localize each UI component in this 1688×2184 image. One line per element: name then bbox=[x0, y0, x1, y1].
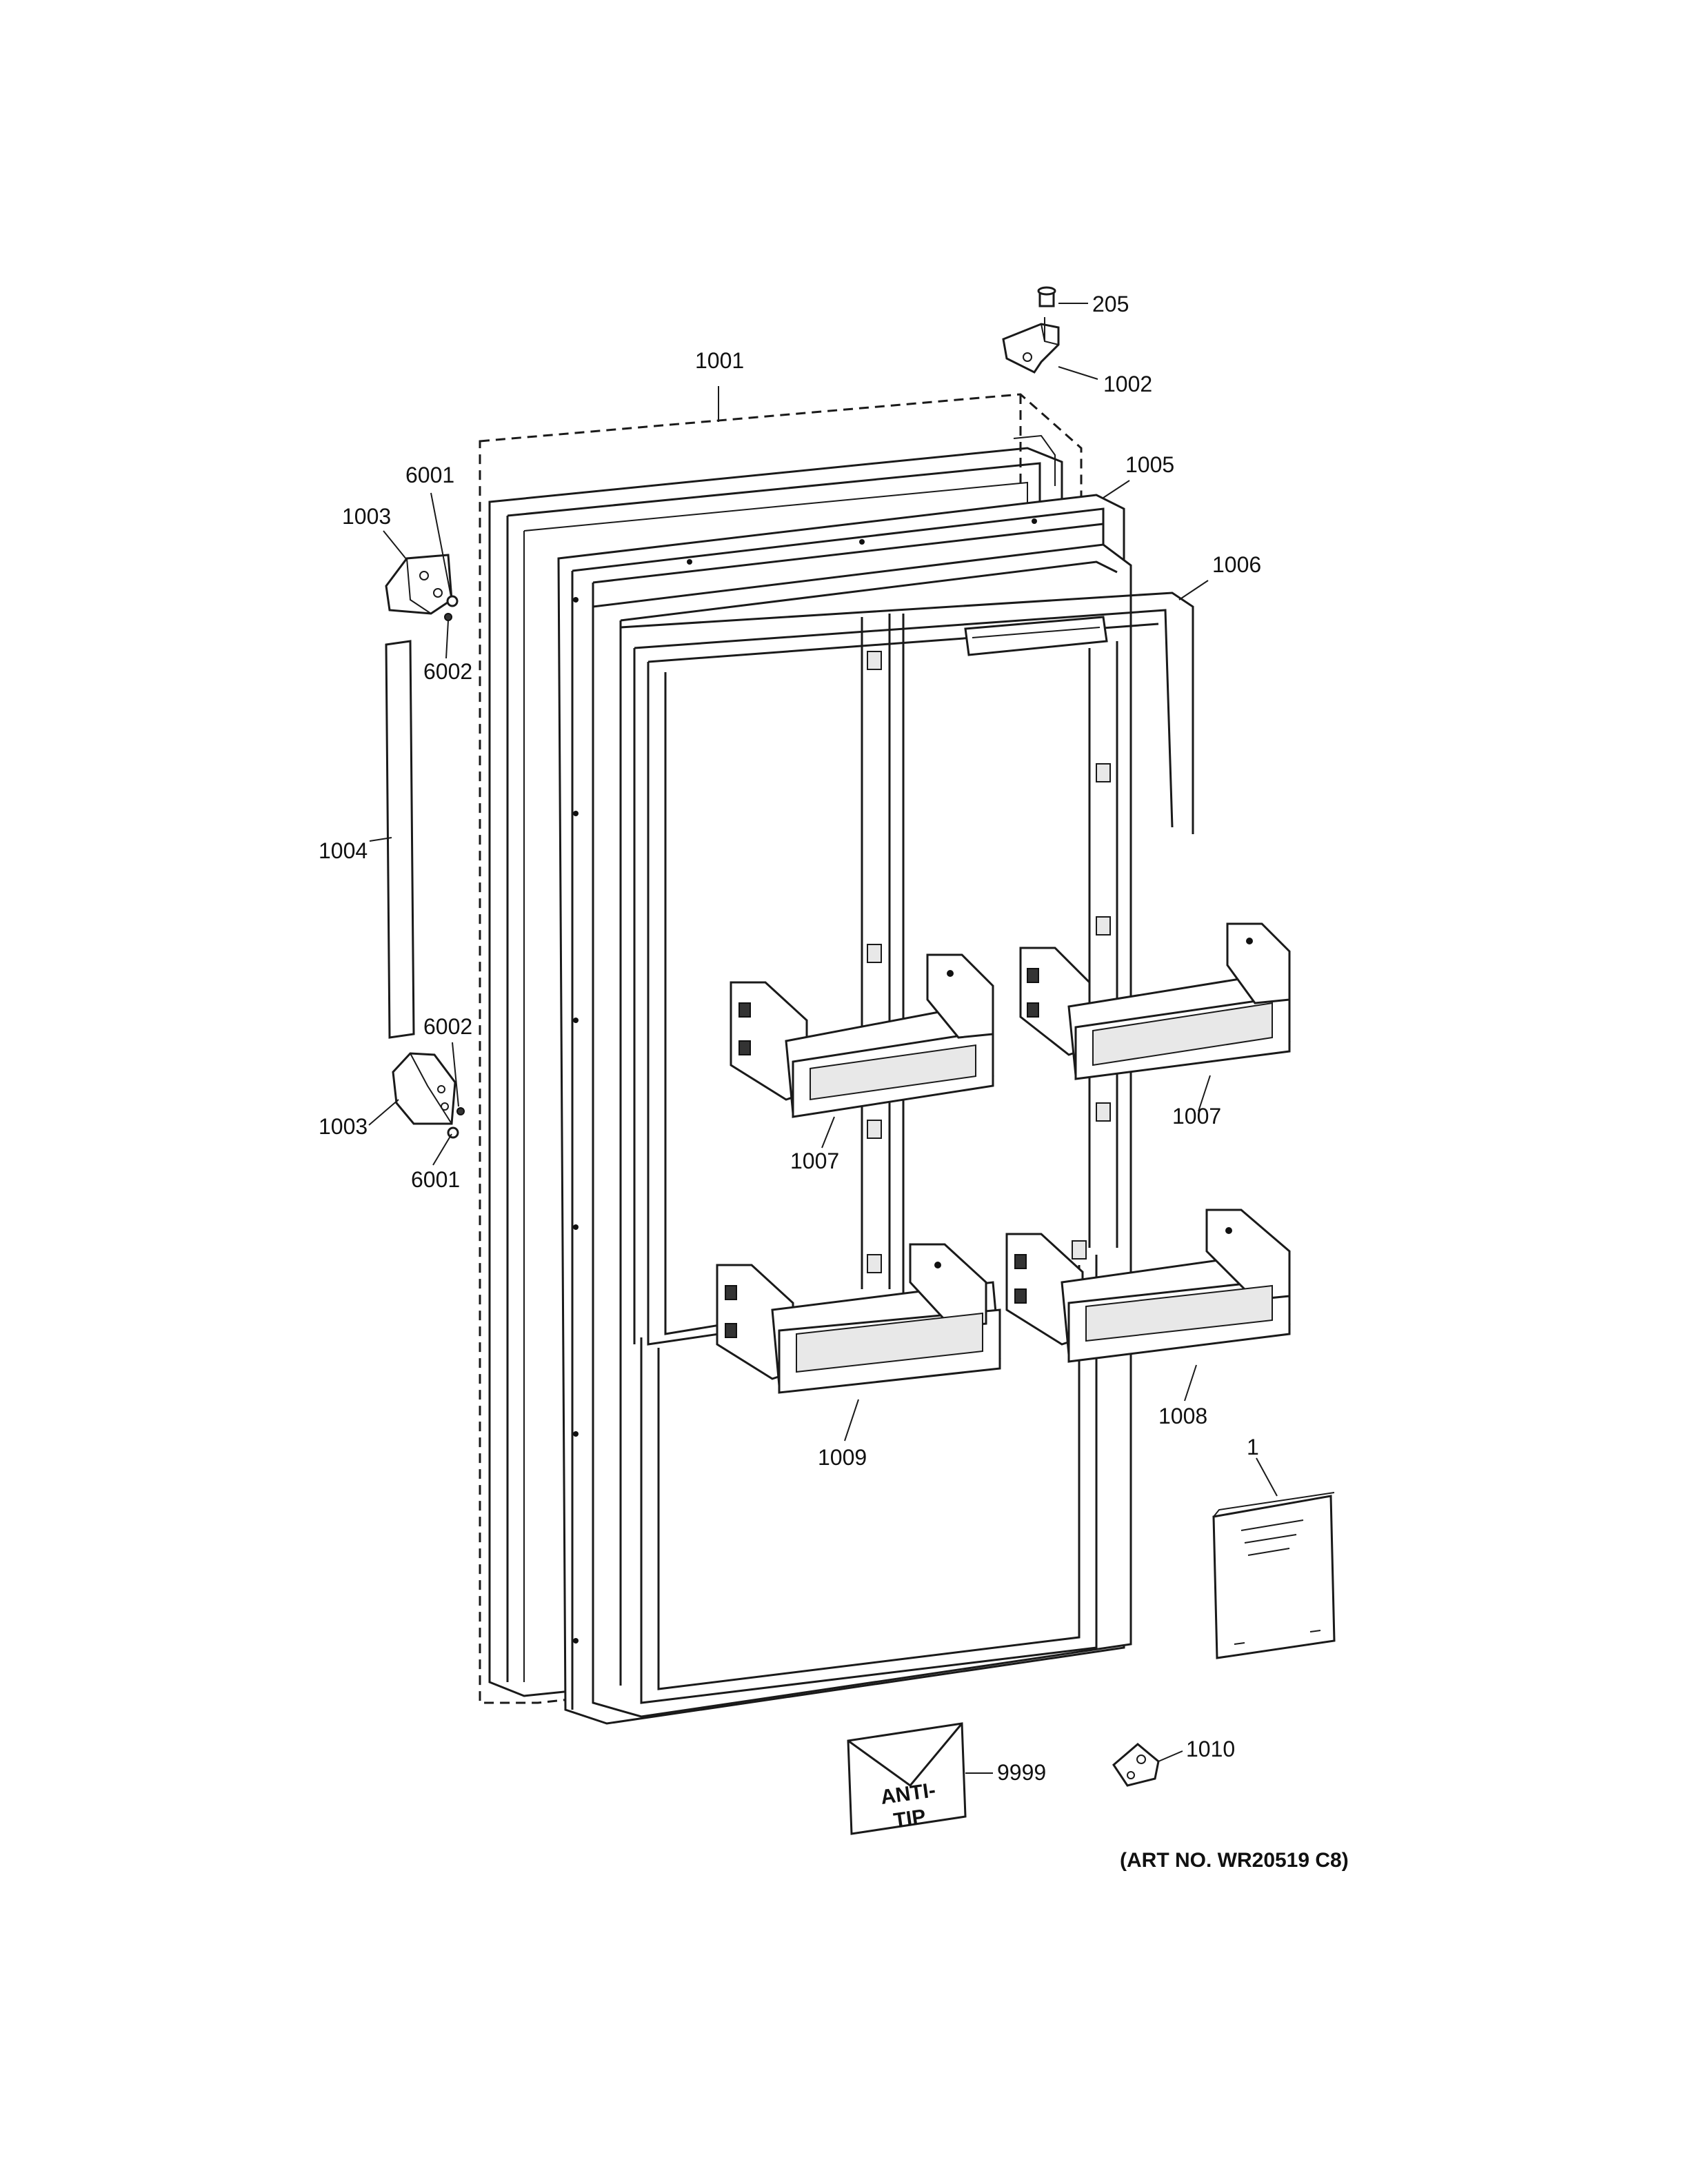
top-hinge-1002 bbox=[1002, 317, 1060, 374]
callout-1003-lower: 1003 bbox=[319, 1114, 368, 1139]
leader-lines bbox=[368, 303, 1278, 1774]
anti-tip-bracket bbox=[1112, 1743, 1160, 1787]
callout-labels: 205 1002 1001 1005 6001 1003 6002 1006 1… bbox=[319, 292, 1261, 1785]
door-gasket bbox=[620, 592, 1194, 1704]
callout-1007-left: 1007 bbox=[790, 1149, 839, 1173]
hinge-bracket-lower bbox=[392, 1052, 456, 1125]
inner-liner bbox=[592, 543, 1132, 1718]
callout-205: 205 bbox=[1092, 292, 1129, 316]
callout-1002: 1002 bbox=[1103, 372, 1152, 396]
owners-manual bbox=[1212, 1492, 1336, 1659]
anti-tip-envelope bbox=[847, 1722, 967, 1835]
handle-trim-strip bbox=[385, 640, 415, 1039]
callout-1003-upper: 1003 bbox=[342, 504, 391, 529]
door-bin-upper-left bbox=[730, 953, 994, 1118]
door-bin-lower-right bbox=[1005, 1209, 1291, 1363]
callout-9999: 9999 bbox=[997, 1760, 1046, 1785]
callout-1004: 1004 bbox=[319, 838, 368, 863]
callout-1009: 1009 bbox=[818, 1445, 867, 1470]
callout-1001: 1001 bbox=[695, 348, 744, 373]
art-number: (ART NO. WR20519 C8) bbox=[1120, 1849, 1349, 1872]
screw-holes bbox=[573, 518, 1037, 1644]
rail-clips bbox=[867, 651, 1111, 1273]
callout-1007-right: 1007 bbox=[1172, 1104, 1221, 1129]
callout-6001-upper: 6001 bbox=[405, 463, 454, 487]
hinge-bracket-upper bbox=[385, 554, 453, 615]
callout-1005: 1005 bbox=[1125, 452, 1174, 477]
door-bin-lower-left bbox=[716, 1243, 1001, 1394]
screw-6002-upper bbox=[444, 613, 452, 621]
hinge-pin-205 bbox=[1037, 286, 1056, 307]
callout-1008: 1008 bbox=[1158, 1404, 1207, 1428]
callout-6001-lower: 6001 bbox=[411, 1167, 460, 1192]
screw-6002-lower bbox=[456, 1107, 465, 1115]
door-assembly-outline bbox=[479, 393, 1083, 1704]
callout-6002-lower: 6002 bbox=[423, 1014, 472, 1039]
screw-6001-upper bbox=[446, 595, 459, 607]
anti-tip-line2: TIP bbox=[892, 1806, 927, 1832]
callout-1: 1 bbox=[1247, 1435, 1259, 1459]
door-bin-upper-right bbox=[1019, 922, 1291, 1080]
callout-1010: 1010 bbox=[1186, 1737, 1235, 1761]
callout-6002-upper: 6002 bbox=[423, 659, 472, 684]
callout-1006: 1006 bbox=[1212, 552, 1261, 577]
